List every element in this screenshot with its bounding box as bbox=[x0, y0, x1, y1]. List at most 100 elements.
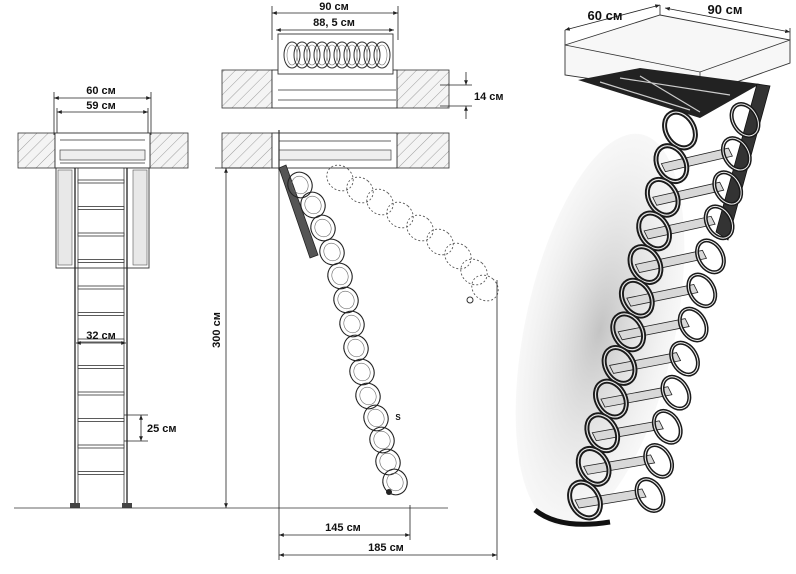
persp-loop-right-highlight bbox=[705, 205, 734, 239]
persp-step bbox=[583, 454, 656, 475]
side-loop-inner bbox=[347, 338, 365, 358]
persp-step bbox=[652, 181, 725, 206]
side-loop-inner bbox=[373, 430, 391, 450]
top-view-closed: 90 см 88, 5 см 14 см bbox=[221, 1, 504, 119]
front-step bbox=[77, 391, 125, 396]
persp-loop-left-highlight bbox=[655, 145, 688, 183]
persp-step bbox=[608, 352, 682, 374]
side-loop bbox=[343, 334, 369, 362]
persp-loop-right-highlight bbox=[696, 239, 725, 273]
folded-loop bbox=[323, 41, 341, 69]
persp-step bbox=[574, 488, 647, 509]
folded-loop bbox=[363, 41, 381, 69]
label-outer-width: 60 см bbox=[86, 85, 116, 97]
persp-loop-right-highlight bbox=[661, 376, 690, 410]
side-loop bbox=[349, 358, 375, 386]
persp-step bbox=[660, 147, 733, 173]
ghost-loop bbox=[346, 176, 374, 204]
label-marker: S bbox=[395, 413, 401, 422]
label-hatch-length: 90 см bbox=[319, 1, 349, 13]
label-inner-length: 88, 5 см bbox=[313, 17, 355, 29]
persp-loop-right-highlight bbox=[687, 274, 716, 307]
persp-loop-right-highlight bbox=[644, 444, 673, 478]
persp-step bbox=[634, 249, 708, 274]
persp-loop-left-highlight bbox=[663, 111, 697, 149]
side-loop-inner bbox=[359, 386, 377, 406]
persp-step bbox=[591, 420, 664, 442]
persp-loop-left-highlight bbox=[594, 380, 627, 418]
label-persp-width: 60 см bbox=[588, 8, 623, 23]
folded-loop bbox=[333, 41, 351, 69]
front-steps bbox=[77, 179, 125, 475]
ghost-loop bbox=[471, 274, 499, 302]
persp-loop-right-highlight bbox=[636, 478, 664, 512]
persp-loop-left-highlight bbox=[638, 212, 671, 250]
ghost-ladder-loops bbox=[326, 164, 499, 304]
perspective-view: 60 см 90 см bbox=[515, 2, 791, 527]
persp-loop-left-highlight bbox=[629, 246, 662, 284]
persp-loop-right-highlight bbox=[731, 103, 759, 137]
folded-ladder-loops bbox=[283, 41, 391, 69]
side-loop-inner bbox=[353, 362, 371, 382]
ghost-loop bbox=[406, 214, 434, 242]
side-loop-inner bbox=[304, 195, 322, 215]
ghost-loop bbox=[326, 164, 354, 192]
side-loop bbox=[287, 171, 313, 199]
side-loop bbox=[375, 448, 401, 476]
side-loop-inner bbox=[291, 175, 309, 195]
ceiling-slab-left bbox=[17, 132, 56, 169]
persp-loop-left-highlight bbox=[577, 447, 610, 485]
folded-loop bbox=[313, 41, 331, 69]
persp-loop-right-highlight bbox=[722, 137, 751, 171]
side-loop bbox=[355, 382, 381, 410]
persp-loop-left-highlight bbox=[603, 346, 636, 384]
persp-lid bbox=[715, 83, 771, 241]
persp-loop-left-highlight bbox=[620, 279, 653, 317]
side-loop-inner bbox=[343, 314, 361, 334]
label-inner-width: 59 см bbox=[86, 100, 116, 112]
persp-step bbox=[617, 318, 690, 341]
side-loop-inner bbox=[314, 218, 332, 238]
left-foot bbox=[70, 503, 80, 508]
persp-loop-left-highlight bbox=[646, 178, 679, 216]
front-step bbox=[77, 259, 125, 263]
front-step bbox=[77, 179, 125, 184]
front-step bbox=[77, 206, 125, 210]
side-view-deployed: S 300 см 145 см 185 см bbox=[211, 130, 499, 560]
side-loop bbox=[333, 286, 359, 314]
persp-ladder bbox=[533, 102, 761, 527]
persp-loop-right-highlight bbox=[679, 308, 708, 341]
label-box-height: 14 см bbox=[474, 91, 504, 103]
label-total-reach: 185 см bbox=[368, 542, 404, 554]
front-step bbox=[77, 285, 125, 290]
deployed-ladder-loops bbox=[287, 171, 408, 496]
folded-loop bbox=[283, 41, 301, 69]
persp-step bbox=[626, 284, 699, 307]
persp-step bbox=[643, 215, 716, 240]
persp-loop-left-highlight bbox=[612, 313, 645, 351]
folded-loop-inner bbox=[376, 44, 388, 66]
persp-loop-left-highlight bbox=[586, 414, 619, 452]
side-loop bbox=[363, 404, 389, 432]
label-step-pitch: 25 см bbox=[147, 423, 177, 435]
folded-loop bbox=[373, 41, 391, 69]
folded-loop bbox=[293, 41, 311, 69]
ghost-loop bbox=[366, 188, 394, 216]
label-total-height: 300 см bbox=[211, 312, 223, 348]
persp-ladder-base bbox=[533, 507, 611, 527]
folded-box bbox=[277, 33, 394, 75]
persp-loop-left-highlight bbox=[568, 481, 602, 519]
front-step bbox=[77, 312, 125, 316]
hatch-lid bbox=[278, 164, 319, 259]
right-foot bbox=[122, 503, 132, 508]
side-loop bbox=[369, 426, 395, 454]
ghost-loop bbox=[444, 242, 472, 270]
side-slab-right bbox=[396, 132, 450, 169]
folded-loop bbox=[353, 41, 371, 69]
side-loop bbox=[300, 191, 326, 219]
side-slab-left bbox=[221, 132, 273, 169]
ghost-loop bbox=[460, 258, 488, 286]
label-step-width: 32 см bbox=[86, 330, 116, 342]
